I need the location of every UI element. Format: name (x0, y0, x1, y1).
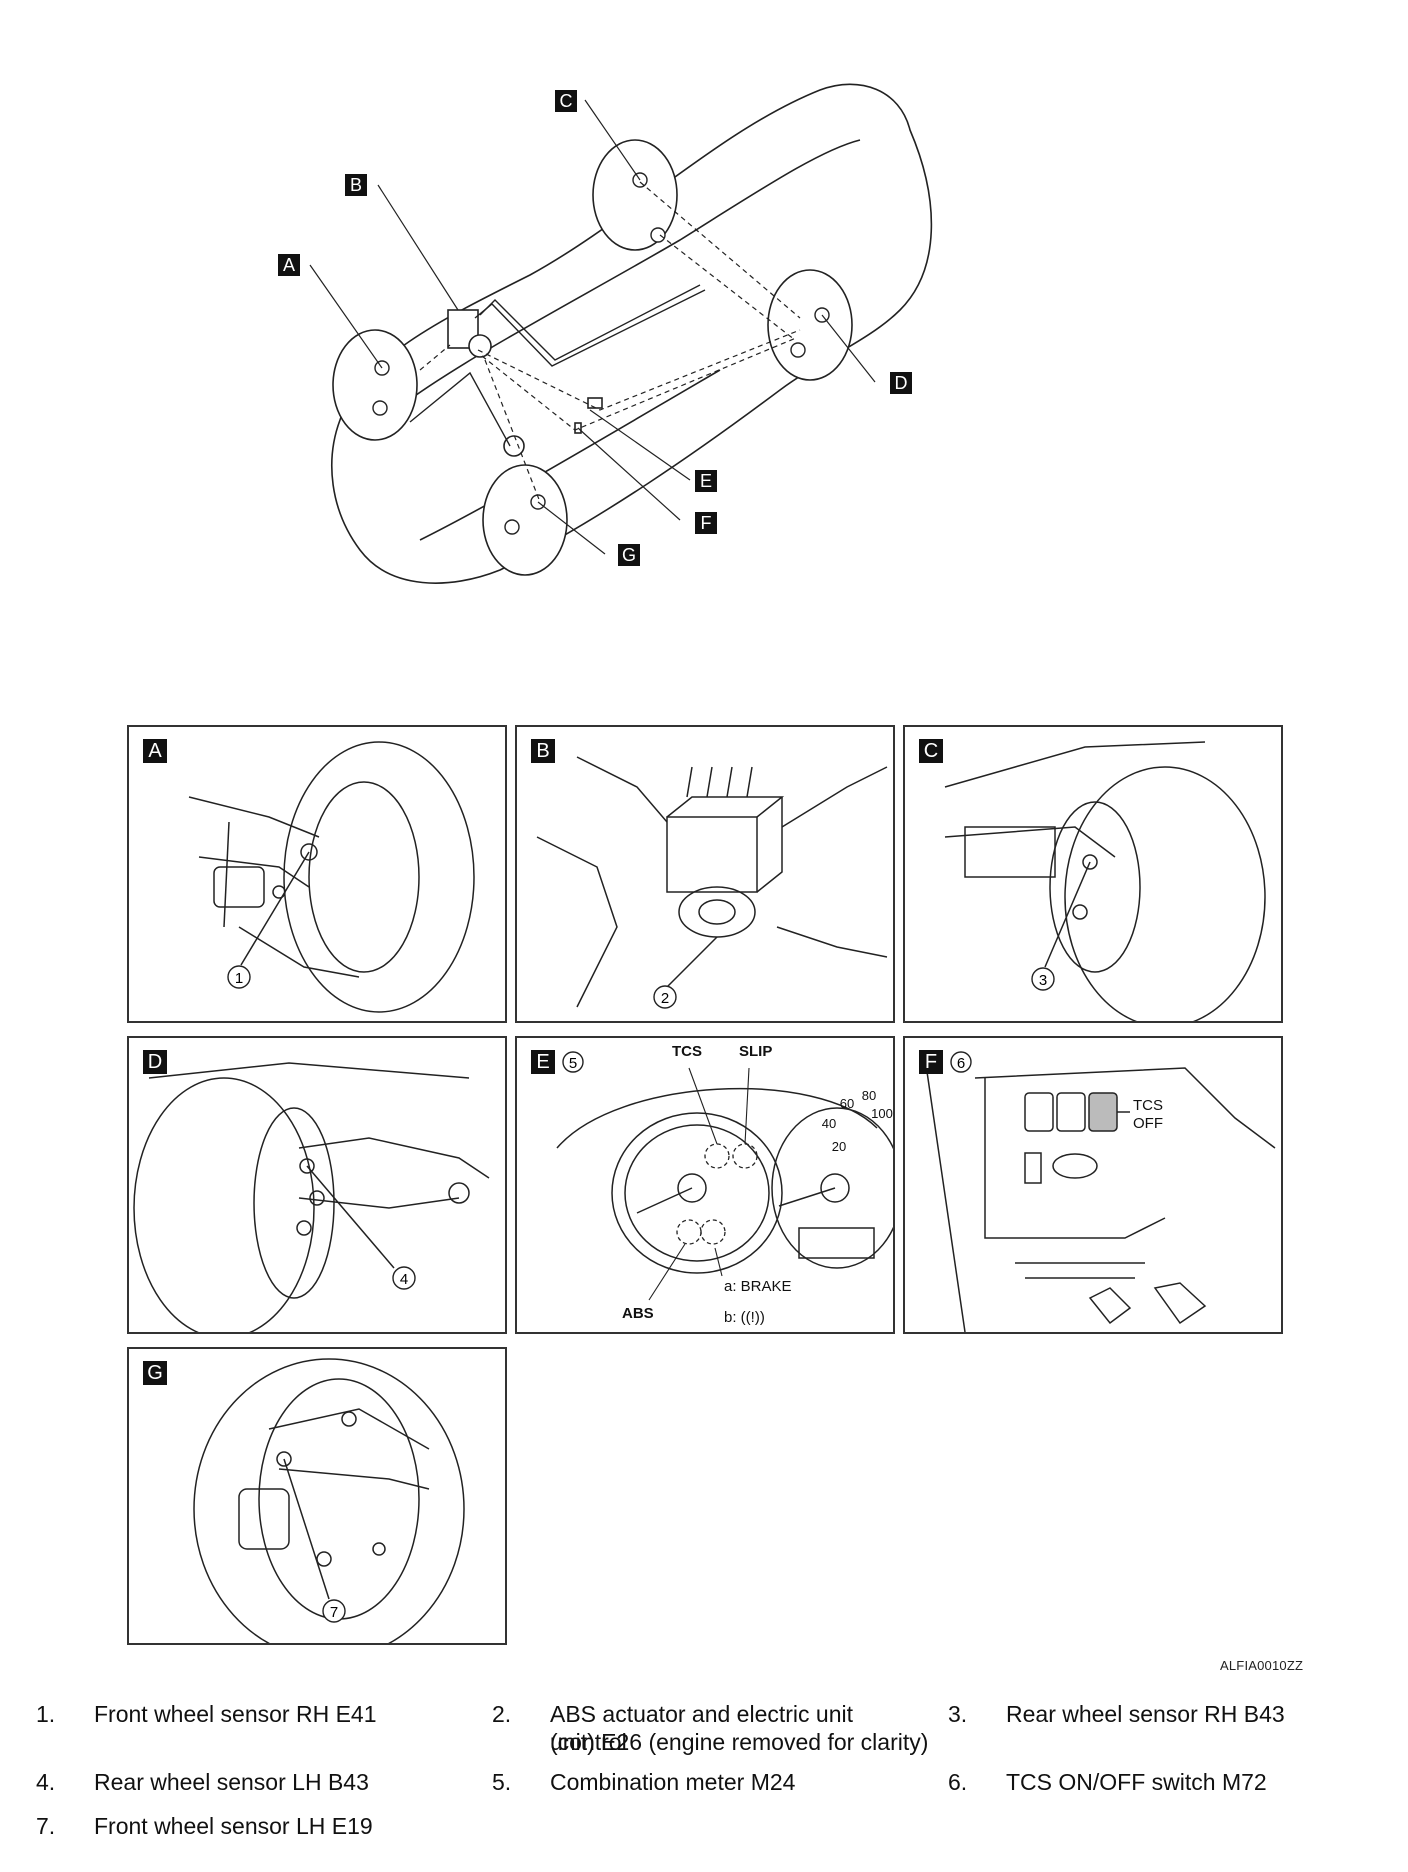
tcs-indicator-circle (704, 1143, 730, 1169)
panel-e-badge: E (531, 1050, 555, 1074)
panel-c-badge: C (919, 739, 943, 763)
panel-d-rear-wheel-lh: D 4 (127, 1036, 507, 1334)
panel-b-callout: 2 (661, 990, 669, 1007)
overview-label-c: C (555, 90, 577, 112)
tcs-off-label-line1: TCS (1133, 1097, 1163, 1114)
abs-label: ABS (622, 1305, 654, 1322)
rear-left-wheel (767, 269, 853, 381)
speed-tick-100: 100 (871, 1106, 893, 1121)
speed-tick-40: 40 (822, 1116, 836, 1131)
panel-f-drawing: 6 TCS OFF (924, 1051, 1276, 1332)
panel-d-badge: D (143, 1050, 167, 1074)
speed-tick-20: 20 (832, 1139, 846, 1154)
panel-b-badge: B (531, 739, 555, 763)
overview-label-b: B (345, 174, 367, 196)
panel-g-badge: G (143, 1361, 167, 1385)
panel-e-drawing: 5 20 40 60 80 10 (556, 1043, 893, 1326)
figure-id: ALFIA0010ZZ (1220, 1658, 1304, 1673)
panel-g-callout: 7 (330, 1604, 338, 1621)
panel-a-front-wheel-rh: A 1 (127, 725, 507, 1023)
speed-tick-80: 80 (862, 1088, 876, 1103)
warning-label: b: ((!)) (724, 1309, 765, 1326)
overview-label-a: A (278, 254, 300, 276)
panel-a-drawing: 1 (188, 741, 475, 1013)
overview-label-e: E (695, 470, 717, 492)
legend-item-2: 2. ABS actuator and electric unit (contr… (492, 1701, 929, 1755)
front-right-wheel (332, 329, 418, 441)
panel-f-tcs-switch: F 6 TCS OFF (903, 1036, 1283, 1334)
vehicle-outline (309, 83, 933, 584)
panel-e-combination-meter: E 5 20 40 60 (515, 1036, 895, 1334)
vehicle-overview-diagram: A B C D E F G (278, 70, 1120, 710)
panel-d-callout: 4 (400, 1271, 408, 1288)
panel-e-callout: 5 (569, 1055, 577, 1072)
tcs-label: TCS (672, 1043, 702, 1060)
panel-g-front-wheel-lh: G 7 (127, 1347, 507, 1645)
brake-label: a: BRAKE (724, 1278, 792, 1295)
overview-label-f: F (695, 512, 717, 534)
panel-a-badge: A (143, 739, 167, 763)
panel-c-callout: 3 (1039, 972, 1047, 989)
tcs-off-button-highlight (1088, 1092, 1118, 1132)
slip-label: SLIP (739, 1043, 772, 1060)
rear-right-wheel (592, 139, 678, 251)
slip-indicator-circle (732, 1143, 758, 1169)
tcs-off-label-line2: OFF (1133, 1115, 1163, 1132)
panel-f-callout: 6 (957, 1055, 965, 1072)
brake-indicator-circle (700, 1219, 726, 1245)
panel-b-abs-actuator: B 2 (515, 725, 895, 1023)
panel-f-badge: F (919, 1050, 943, 1074)
front-left-wheel (482, 464, 568, 576)
overview-label-g: G (618, 544, 640, 566)
panel-b-drawing: 2 (536, 756, 888, 1009)
abs-indicator-circle (676, 1219, 702, 1245)
panel-a-callout: 1 (235, 970, 243, 987)
panel-c-rear-wheel-rh: C 3 (903, 725, 1283, 1023)
overview-label-d: D (890, 372, 912, 394)
speed-tick-60: 60 (840, 1096, 854, 1111)
panel-g-drawing: 7 (193, 1358, 465, 1643)
panel-d-drawing: 4 (133, 1062, 490, 1332)
panel-c-drawing: 3 (944, 741, 1266, 1021)
